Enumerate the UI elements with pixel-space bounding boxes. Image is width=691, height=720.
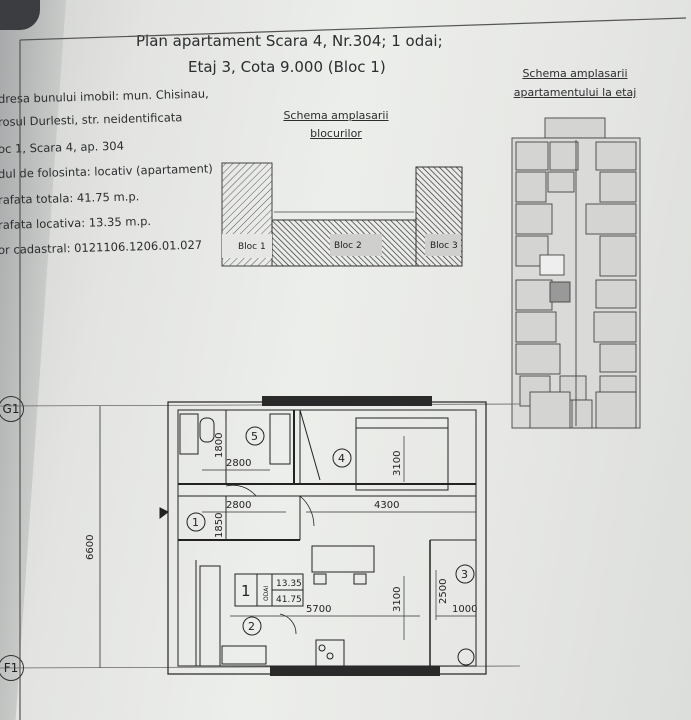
dim-4300: 4300: [374, 500, 399, 511]
bloc-3-label: Bloc 3: [430, 241, 458, 251]
room-table-total-area: 41.75: [276, 595, 302, 605]
dim-1850: 1850: [214, 513, 225, 538]
room-table-living-area: 13.35: [276, 579, 302, 589]
dim-3100-top: 3100: [392, 451, 403, 476]
dim-2800-top: 2800: [226, 458, 251, 469]
dim-2800-mid: 2800: [226, 500, 251, 511]
dim-3100-bottom: 3100: [392, 587, 403, 612]
dim-2500: 2500: [438, 579, 449, 604]
blocks-schema: Bloc 1 Bloc 2 Bloc 3: [221, 162, 463, 267]
floor-schema-title-line1: Schema amplasarii: [522, 67, 628, 80]
room-4-label: 4: [338, 452, 345, 465]
page-frame: [19, 17, 687, 720]
top-window: [262, 396, 432, 406]
plan-title-line1: Plan apartament Scara 4, Nr.304; 1 odai;: [136, 32, 443, 50]
dim-1800: 1800: [214, 433, 225, 458]
axis-label-bottom: F1: [0, 655, 24, 681]
floor-schema: [511, 117, 641, 429]
axis-label-top: G1: [0, 396, 24, 422]
dim-1000: 1000: [452, 604, 477, 615]
bloc-1-label: Bloc 1: [238, 242, 266, 252]
bloc-2-label: Bloc 2: [334, 241, 362, 251]
room-3-label: 3: [461, 568, 468, 581]
blocks-schema-title-line1: Schema amplasarii: [283, 109, 389, 122]
room-table-type: ODAI: [263, 586, 270, 601]
dim-total-height: 6600: [85, 535, 96, 560]
room-5-label: 5: [251, 430, 258, 443]
room-table-number: 1: [241, 582, 251, 600]
plan-title-line2: Etaj 3, Cota 9.000 (Bloc 1): [188, 58, 386, 76]
room-2-label: 2: [248, 620, 255, 633]
dim-5700: 5700: [306, 604, 331, 615]
blocks-schema-title-line2: blocurilor: [310, 127, 362, 140]
apartment-plan: [159, 396, 487, 676]
bottom-window: [270, 666, 440, 676]
floor-schema-title-line2: apartamentului la etaj: [513, 86, 637, 99]
room-1-label: 1: [192, 516, 199, 529]
